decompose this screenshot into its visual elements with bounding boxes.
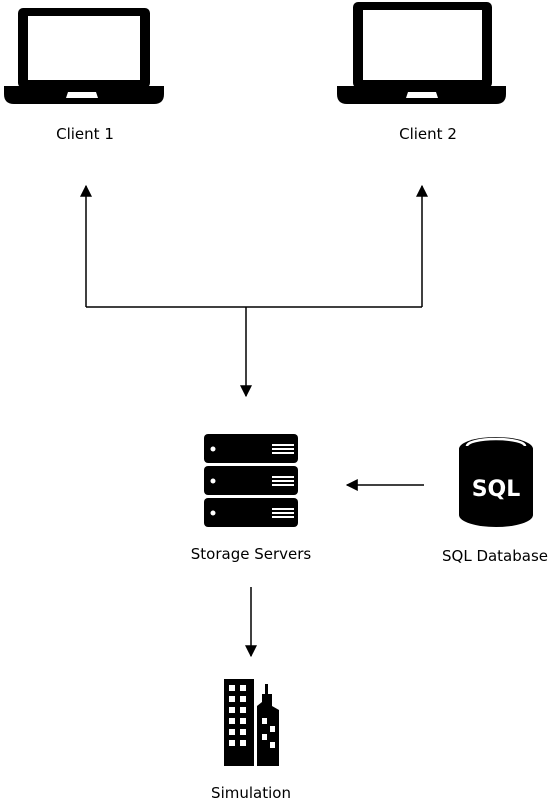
client2-laptop-icon <box>337 2 506 104</box>
client1-label: Client 1 <box>56 125 114 143</box>
client-connector <box>80 184 428 398</box>
storage-servers-label: Storage Servers <box>190 545 312 563</box>
client1-laptop-icon <box>4 8 164 104</box>
database-icon-text: SQL <box>472 477 521 502</box>
sql-database-label: SQL Database <box>441 547 549 565</box>
database-icon: SQL <box>459 437 533 527</box>
client2-label: Client 2 <box>399 125 457 143</box>
simulation-label: Simulation <box>211 784 291 802</box>
buildings-icon <box>224 679 279 766</box>
server-rack-icon <box>204 434 298 527</box>
